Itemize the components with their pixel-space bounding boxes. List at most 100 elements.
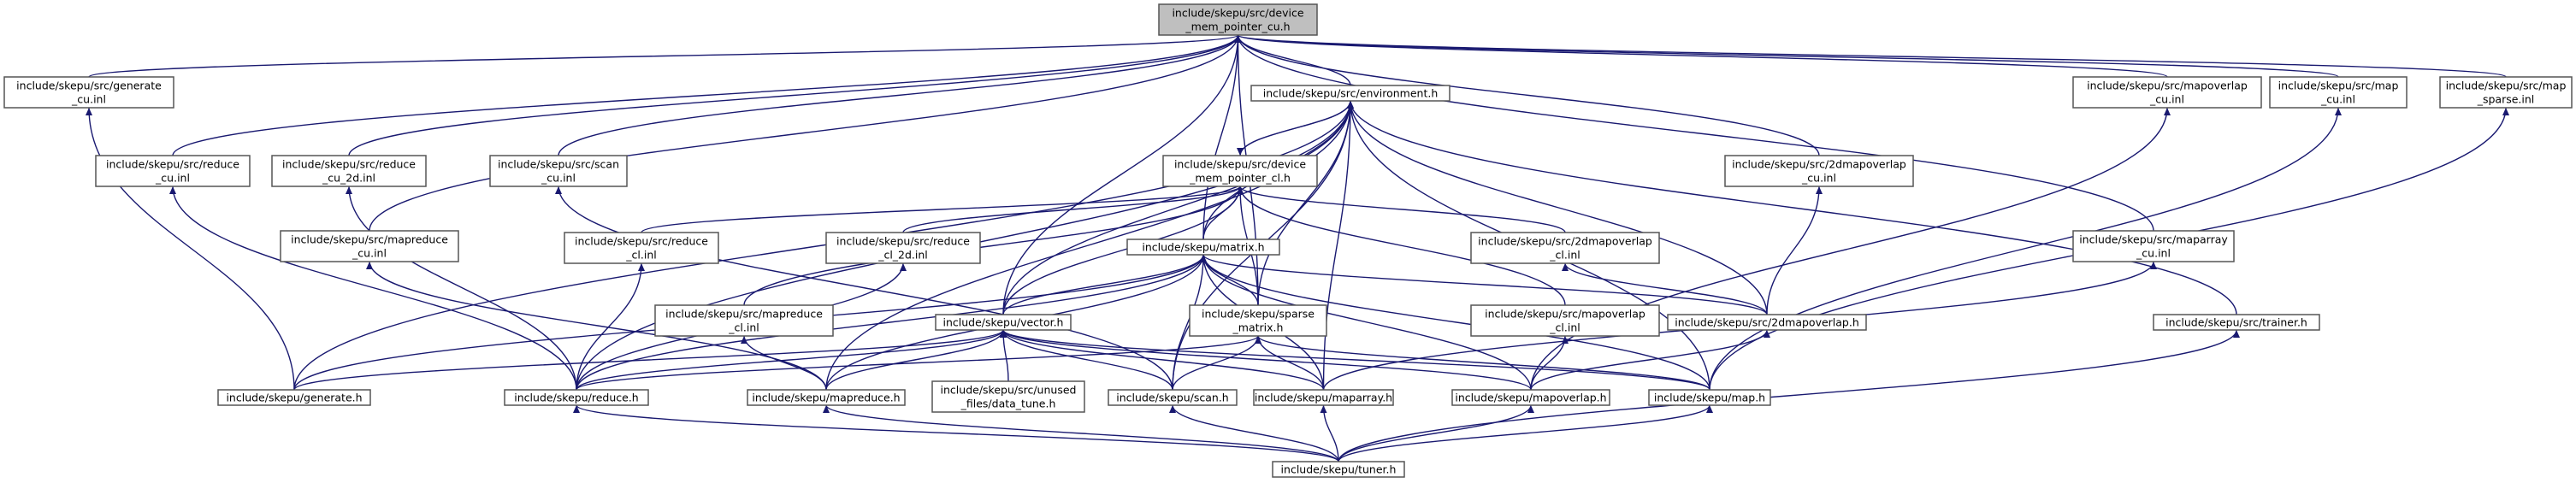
node-box-mapreduce <box>747 389 906 406</box>
node-label-device-mem-pointer-cu-line-1: include/skepu/src/device <box>1172 7 1303 20</box>
edge-tuner-to-maparray <box>1320 404 1339 462</box>
edge-reduce-to-reduce-cu <box>169 186 577 391</box>
node-label-generate-cu-line-2: _cu.inl <box>71 93 106 106</box>
node-generate-cu[interactable]: include/skepu/src/generate_cu.inl <box>3 76 174 109</box>
node-label-scan-cu-line-1: include/skepu/src/scan <box>498 158 619 171</box>
node-device-mem-pointer-cl[interactable]: include/skepu/src/device_mem_pointer_cl.… <box>1162 155 1318 187</box>
node-box-mapoverlap <box>1451 389 1610 406</box>
node-label-mapoverlap-cl-line-1: include/skepu/src/mapoverlap <box>1485 308 1645 321</box>
edge-tuner-to-mapoverlap <box>1338 404 1534 462</box>
edge-maparray-cu-to-device-mem-pointer-cu <box>1234 34 2154 232</box>
node-box-unused-data-tune <box>931 380 1085 413</box>
node-label-map-cu-line-2: _cu.inl <box>2320 93 2355 106</box>
node-label-mapoverlap-cl-line-2: _cl.inl <box>1549 321 1580 334</box>
node-vector[interactable]: include/skepu/vector.h <box>935 314 1072 331</box>
node-map-cu[interactable]: include/skepu/src/map_cu.inl <box>2269 76 2408 109</box>
node-box-maparray <box>1253 389 1394 406</box>
edge-environment-to-device-mem-pointer-cl <box>1237 100 1351 156</box>
node-map-sparse[interactable]: include/skepu/src/map_sparse.inl <box>2439 76 2573 109</box>
edge-mapoverlap-to-vector <box>1000 329 1532 391</box>
node-label-mapreduce-cl-line-2: _cl.inl <box>728 321 759 334</box>
edge-maparray-to-vector <box>1000 329 1325 391</box>
edge-mapreduce-cu-to-device-mem-pointer-cu <box>369 34 1242 232</box>
node-reduce-cu[interactable]: include/skepu/src/reduce_cu.inl <box>95 155 251 187</box>
node-mapoverlap-2d[interactable]: include/skepu/src/2dmapoverlap.h <box>1667 314 1867 331</box>
node-label-mapreduce-cl-line-1: include/skepu/src/mapreduce <box>665 308 823 321</box>
node-scan-cu[interactable]: include/skepu/src/scan_cu.inl <box>489 155 628 187</box>
node-reduce-cl-2d[interactable]: include/skepu/src/reduce_cl_2d.inl <box>825 232 981 264</box>
node-label-unused-data-tune-line-2: _files/data_tune.h <box>960 398 1056 410</box>
node-matrix[interactable]: include/skepu/matrix.h <box>1126 239 1280 256</box>
node-maparray-cu[interactable]: include/skepu/src/maparray_cu.inl <box>2072 230 2235 262</box>
edge-map-sparse-to-device-mem-pointer-cu <box>1235 34 2507 78</box>
node-box-environment <box>1250 85 1450 102</box>
node-box-map-cu <box>2269 76 2408 109</box>
node-label-generate-cu-line-1: include/skepu/src/generate <box>16 80 162 92</box>
edge-scan-to-vector <box>1000 329 1173 391</box>
edge-mapreduce-cl-to-device-mem-pointer-cl <box>743 186 1244 306</box>
node-sparse-matrix[interactable]: include/skepu/sparse_matrix.h <box>1189 304 1327 337</box>
node-mapoverlap-cl[interactable]: include/skepu/src/mapoverlap_cl.inl <box>1470 304 1660 337</box>
edge-maparray-to-environment <box>1322 100 1354 391</box>
node-scan[interactable]: include/skepu/scan.h <box>1108 389 1238 406</box>
node-label-reduce-cu-2d-line-1: include/skepu/src/reduce <box>282 158 416 171</box>
node-trainer[interactable]: include/skepu/src/trainer.h <box>2153 314 2320 331</box>
node-box-matrix <box>1126 239 1280 256</box>
node-label-mapoverlap-2d-line-1: include/skepu/src/2dmapoverlap.h <box>1675 316 1859 329</box>
node-label-reduce-cu-2d-line-2: _cu_2d.inl <box>322 172 375 185</box>
edge-mapoverlap-2d-cl-to-device-mem-pointer-cl <box>1237 186 1566 233</box>
node-box-device-mem-pointer-cu <box>1158 3 1318 36</box>
node-reduce-cl[interactable]: include/skepu/src/reduce_cl.inl <box>564 232 719 264</box>
edge-mapoverlap-cl-to-device-mem-pointer-cl <box>1237 186 1566 306</box>
edges-layer <box>86 34 2509 462</box>
node-label-unused-data-tune-line-1: include/skepu/src/unused <box>941 384 1077 397</box>
node-unused-data-tune[interactable]: include/skepu/src/unused_files/data_tune… <box>931 380 1085 413</box>
node-label-map-line-1: include/skepu/map.h <box>1654 392 1765 404</box>
node-mapreduce[interactable]: include/skepu/mapreduce.h <box>747 389 906 406</box>
edge-scan-cu-to-device-mem-pointer-cu <box>558 34 1242 156</box>
edge-map-to-sparse-matrix <box>1255 335 1710 391</box>
node-tuner[interactable]: include/skepu/tuner.h <box>1272 461 1405 478</box>
edge-tuner-to-reduce <box>573 404 1339 462</box>
node-reduce-cu-2d[interactable]: include/skepu/src/reduce_cu_2d.inl <box>271 155 427 187</box>
edge-generate-to-environment <box>293 100 1354 391</box>
node-box-generate <box>217 389 371 406</box>
node-label-tuner-line-1: include/skepu/tuner.h <box>1281 463 1397 476</box>
node-mapoverlap-cu[interactable]: include/skepu/src/mapoverlap_cu.inl <box>2072 76 2262 109</box>
edge-tuner-to-scan <box>1169 404 1339 462</box>
node-mapreduce-cu[interactable]: include/skepu/src/mapreduce_cu.inl <box>280 230 459 262</box>
node-label-matrix-line-1: include/skepu/matrix.h <box>1142 241 1264 254</box>
edge-vector-to-environment <box>1002 100 1354 315</box>
node-label-reduce-cu-line-1: include/skepu/src/reduce <box>106 158 239 171</box>
node-label-reduce-cu-line-2: _cu.inl <box>155 172 190 185</box>
node-box-map-sparse <box>2439 76 2573 109</box>
node-label-sparse-matrix-line-2: _matrix.h <box>1232 321 1284 334</box>
edge-mapreduce-to-mapreduce-cl <box>741 335 827 391</box>
node-label-scan-line-1: include/skepu/scan.h <box>1116 392 1228 404</box>
edge-scan-to-matrix <box>1172 254 1207 391</box>
node-mapoverlap-2d-cu[interactable]: include/skepu/src/2dmapoverlap_cu.inl <box>1724 155 1914 187</box>
node-environment[interactable]: include/skepu/src/environment.h <box>1250 85 1450 102</box>
node-map[interactable]: include/skepu/map.h <box>1648 389 1771 406</box>
node-label-maparray-line-1: include/skepu/maparray.h <box>1255 392 1392 404</box>
edge-vector-to-matrix <box>1002 254 1207 315</box>
node-box-mapoverlap-cl <box>1470 304 1660 337</box>
node-box-mapoverlap-2d-cl <box>1470 232 1660 264</box>
node-box-vector <box>935 314 1072 331</box>
node-box-reduce-cl-2d <box>825 232 981 264</box>
edge-map-to-matrix <box>1200 254 1710 391</box>
edge-tuner-to-trainer <box>1338 329 2240 462</box>
node-label-environment-line-1: include/skepu/src/environment.h <box>1263 87 1439 100</box>
node-reduce[interactable]: include/skepu/reduce.h <box>504 389 649 406</box>
node-generate[interactable]: include/skepu/generate.h <box>217 389 371 406</box>
node-mapreduce-cl[interactable]: include/skepu/src/mapreduce_cl.inl <box>654 304 834 337</box>
node-box-reduce <box>504 389 649 406</box>
node-label-vector-line-1: include/skepu/vector.h <box>943 316 1064 329</box>
node-mapoverlap[interactable]: include/skepu/mapoverlap.h <box>1451 389 1610 406</box>
node-maparray[interactable]: include/skepu/maparray.h <box>1253 389 1394 406</box>
edge-reduce-cu-2d-to-device-mem-pointer-cu <box>348 34 1242 156</box>
edge-reduce-to-reduce-cu-2d <box>346 186 577 391</box>
node-mapoverlap-2d-cl[interactable]: include/skepu/src/2dmapoverlap_cl.inl <box>1470 232 1660 264</box>
node-label-mapoverlap-2d-cl-line-2: _cl.inl <box>1549 249 1580 262</box>
node-label-mapoverlap-2d-cl-line-1: include/skepu/src/2dmapoverlap <box>1478 235 1652 248</box>
